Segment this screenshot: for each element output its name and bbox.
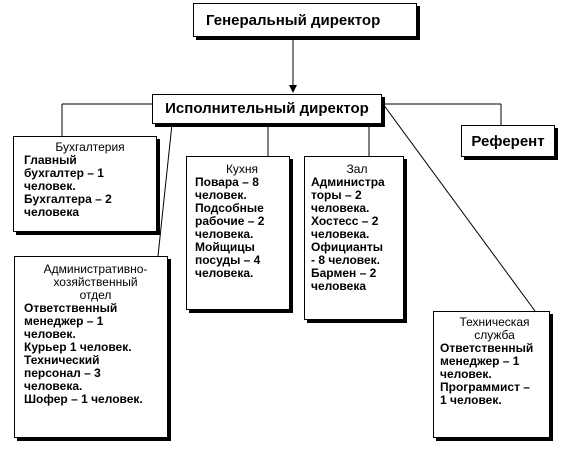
- tech-service-line: 1 человек.: [440, 393, 502, 407]
- kitchen-line: Повара – 8: [195, 175, 259, 189]
- hall-line: Хостесс – 2: [311, 214, 379, 228]
- admin-dept-title: Административно-: [43, 262, 148, 276]
- admin-dept-line: Шофер – 1 человек.: [24, 392, 143, 406]
- tech-service-title: служба: [474, 328, 515, 342]
- admin-dept-line: человек.: [24, 327, 76, 341]
- tech-service-line: Программист –: [440, 380, 530, 394]
- admin-dept-line: Ответственный: [24, 301, 118, 315]
- tech-service-line: человек.: [440, 367, 492, 381]
- admin-dept-line: персонал – 3: [24, 366, 101, 380]
- kitchen-line: рабочие – 2: [195, 214, 265, 228]
- accounting-line: бухгалтер – 1: [24, 166, 104, 180]
- exec-to-admin-dept: [157, 123, 173, 257]
- ceo-title: Генеральный директор: [206, 12, 381, 29]
- tech-service-title: Техническая: [459, 315, 530, 329]
- exec-director-title: Исполнительный директор: [165, 100, 369, 117]
- kitchen-title: Кухня: [225, 162, 259, 176]
- hall-line: Официанты: [311, 240, 384, 254]
- hall-line: Администра: [311, 175, 385, 189]
- kitchen-box: Кухня Повара – 8 человек. Подсобные рабо…: [186, 156, 290, 310]
- admin-dept-line: Технический: [24, 353, 100, 367]
- hall-line: Бармен – 2: [311, 266, 377, 280]
- hall-line: торы – 2: [311, 188, 362, 202]
- hall-line: - 8 человек.: [311, 253, 381, 267]
- hall-line: человека.: [311, 201, 370, 215]
- accounting-line: Бухгалтера – 2: [24, 192, 112, 206]
- kitchen-line: Мойщицы: [195, 240, 255, 254]
- hall-box: Зал Администра торы – 2 человека. Хостес…: [304, 156, 404, 320]
- ceo-box: Генеральный директор: [193, 3, 417, 37]
- kitchen-line: человека.: [195, 266, 254, 280]
- admin-dept-title: отдел: [79, 288, 112, 302]
- admin-dept-line: человека.: [24, 379, 83, 393]
- referent-title: Референт: [471, 133, 545, 150]
- referent-box: Референт: [461, 125, 555, 157]
- accounting-title: Бухгалтерия: [55, 140, 125, 154]
- kitchen-line: посуды – 4: [195, 253, 261, 267]
- hall-line: человека: [311, 279, 367, 293]
- tech-service-line: менеджер – 1: [440, 354, 520, 368]
- exec-director-box: Исполнительный директор: [152, 94, 382, 124]
- accounting-line: человека: [24, 205, 80, 219]
- tech-service-line: Ответственный: [440, 341, 534, 355]
- exec-to-tech-service: [382, 103, 536, 312]
- hall-line: человека.: [311, 227, 370, 241]
- accounting-line: Главный: [24, 153, 77, 167]
- admin-dept-title: хозяйственный: [53, 275, 138, 289]
- kitchen-line: человек.: [195, 188, 247, 202]
- admin-dept-line: Курьер 1 человек.: [24, 340, 132, 354]
- tech-service-box: Техническая служба Ответственный менедже…: [433, 311, 550, 438]
- hall-title: Зал: [346, 162, 368, 176]
- accounting-line: человек.: [24, 179, 76, 193]
- admin-dept-line: менеджер – 1: [24, 314, 104, 328]
- kitchen-line: человека.: [195, 227, 254, 241]
- admin-dept-box: Административно- хозяйственный отдел Отв…: [14, 256, 168, 438]
- accounting-box: Бухгалтерия Главный бухгалтер – 1 челове…: [13, 136, 157, 232]
- kitchen-line: Подсобные: [195, 201, 264, 215]
